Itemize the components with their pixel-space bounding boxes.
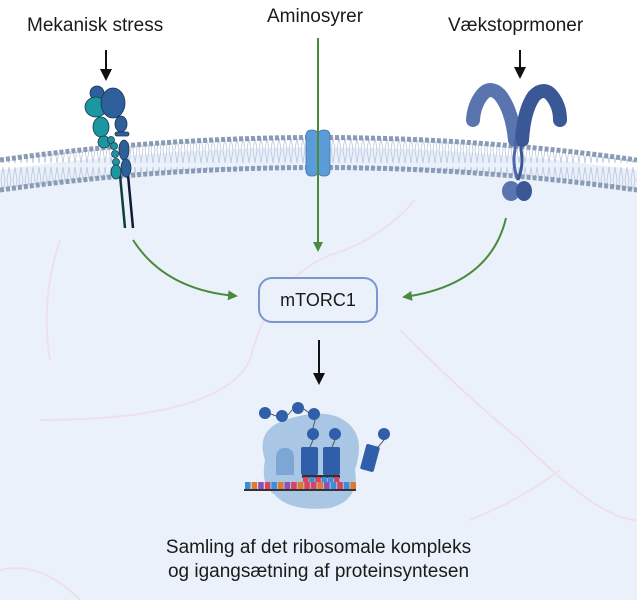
codon-block (245, 482, 251, 489)
codon-block (304, 482, 310, 489)
anticodon-block (327, 477, 334, 482)
mrna-codons (245, 477, 356, 489)
codon-block (324, 482, 330, 489)
anticodon-block (321, 477, 327, 482)
outcome-line-1: Samling af det ribosomale kompleks (165, 537, 472, 558)
mechanical-stress-label: Mekanisk stress (27, 15, 164, 36)
codon-block (258, 482, 264, 489)
ribosome-icon (244, 402, 390, 509)
growth-factor-receptor-icon (466, 83, 567, 201)
codon-block (271, 482, 277, 489)
codon-block (337, 482, 343, 489)
codon-block (251, 482, 258, 489)
amino-acid-transporter-icon (305, 129, 331, 177)
codon-block (310, 482, 317, 489)
growth-hormones-label: Vækstoprmoner (448, 15, 584, 36)
outcome-caption: Samling af det ribosomale kompleks og ig… (0, 536, 637, 584)
amino-acids-label: Aminosyrer (267, 6, 364, 27)
codon-block (277, 482, 284, 489)
codon-block (291, 482, 297, 489)
growth-activation-arrow (402, 217, 507, 301)
codon-block (343, 482, 350, 489)
anticodon-block (334, 477, 340, 482)
anticodon-block (303, 477, 309, 482)
outcome-line-2: og igangsætning af proteinsyntesen (167, 561, 470, 582)
anticodon-block (309, 477, 315, 482)
codon-block (317, 482, 324, 489)
mtorc1-node: mTORC1 (258, 277, 378, 323)
codon-block (330, 482, 337, 489)
codon-block (350, 482, 356, 489)
mtorc1-label: mTORC1 (280, 289, 356, 310)
mechanical-activation-arrow (132, 239, 238, 301)
codon-block (264, 482, 271, 489)
codon-block (297, 482, 304, 489)
codon-block (284, 482, 291, 489)
anticodon-block (315, 477, 321, 482)
integrin-receptor-icon (84, 85, 135, 229)
